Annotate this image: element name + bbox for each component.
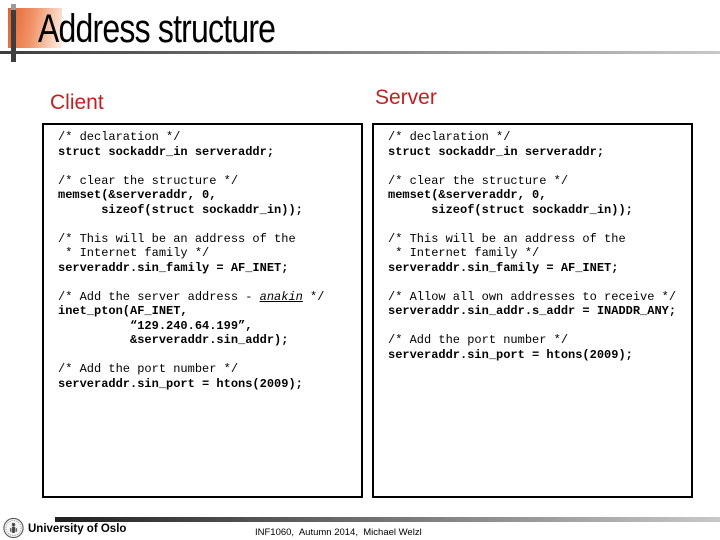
code-line: inet_pton(AF_INET, [58,304,361,319]
comment-segment: /* Add the server address - [58,289,260,304]
code-segment: &serveraddr.sin_addr); [58,333,289,347]
code-segment: sizeof(struct sockaddr_in)); [58,202,303,217]
code-line: /* This will be an address of the [388,232,691,247]
code-line: &serveraddr.sin_addr); [58,333,361,348]
footer-rule [55,517,720,522]
code-line: memset(&serveraddr, 0, [388,188,691,203]
code-segment: serveraddr.sin_addr.s_addr = INADDR_ANY; [388,304,677,318]
code-segment: “129.240.64.199”, [58,318,253,333]
code-line [58,348,361,363]
university-of-oslo-seal-icon [3,517,24,539]
title-vertical-bar [11,4,16,62]
code-line: * Internet family */ [58,246,361,261]
code-line: /* Add the server address - anakin */ [58,290,361,305]
code-line: serveraddr.sin_port = htons(2009); [388,348,691,363]
code-line: * Internet family */ [388,246,691,261]
comment-segment: /* Allow all own addresses to receive */ [388,289,677,304]
server-code-box: /* declaration */struct sockaddr_in serv… [372,123,693,498]
comment-segment: /* declaration */ [58,130,181,144]
code-segment: struct sockaddr_in serveraddr; [388,144,605,159]
code-line: /* Allow all own addresses to receive */ [388,290,691,305]
code-line: sizeof(struct sockaddr_in)); [388,203,691,218]
comment-segment: anakin [259,289,303,304]
code-line [58,159,361,174]
client-code: /* declaration */struct sockaddr_in serv… [44,125,361,391]
code-line: /* clear the structure */ [58,174,361,189]
comment-segment: /* Add the port number */ [388,333,569,347]
code-line [388,159,691,174]
footer-course-info: INF1060, Autumn 2014, Michael Welzl [255,527,422,538]
code-segment: inet_pton(AF_INET, [58,304,188,318]
client-section-label: Client [50,91,104,114]
comment-segment: * Internet family */ [58,246,210,260]
code-segment: serveraddr.sin_family = AF_INET; [388,260,619,275]
code-line: /* declaration */ [388,130,691,145]
code-line [388,319,691,334]
code-line: serveraddr.sin_port = htons(2009); [58,377,361,392]
comment-segment: /* clear the structure */ [58,173,239,188]
code-line: /* declaration */ [58,130,361,145]
code-line: serveraddr.sin_family = AF_INET; [58,261,361,276]
code-line: /* This will be an address of the [58,232,361,247]
code-segment: memset(&serveraddr, 0, [388,188,547,202]
comment-segment: /* Add the port number */ [58,362,239,376]
server-code: /* declaration */struct sockaddr_in serv… [374,125,691,362]
title-accent-block [8,8,62,48]
code-line: serveraddr.sin_family = AF_INET; [388,261,691,276]
code-line: sizeof(struct sockaddr_in)); [58,203,361,218]
code-line: struct sockaddr_in serveraddr; [388,145,691,160]
code-segment: sizeof(struct sockaddr_in)); [388,202,633,217]
code-segment: serveraddr.sin_port = htons(2009); [388,347,633,362]
comment-segment: * Internet family */ [388,246,540,260]
code-line: “129.240.64.199”, [58,319,361,334]
code-segment: memset(&serveraddr, 0, [58,188,217,202]
code-line: /* clear the structure */ [388,174,691,189]
comment-segment: /* This will be an address of the [58,231,296,246]
comment-segment: /* declaration */ [388,130,511,144]
footer-institution: University of Oslo [28,523,127,535]
comment-segment: /* clear the structure */ [388,173,569,188]
code-segment: serveraddr.sin_port = htons(2009); [58,376,303,391]
code-line: serveraddr.sin_addr.s_addr = INADDR_ANY; [388,304,691,319]
code-line: /* Add the port number */ [58,362,361,377]
code-line [58,275,361,290]
code-line: struct sockaddr_in serveraddr; [58,145,361,160]
comment-segment: */ [302,289,325,304]
code-segment: struct sockaddr_in serveraddr; [58,144,275,159]
code-line [388,275,691,290]
code-line: memset(&serveraddr, 0, [58,188,361,203]
client-code-box: /* declaration */struct sockaddr_in serv… [42,123,363,498]
code-segment: serveraddr.sin_family = AF_INET; [58,260,289,275]
code-line [58,217,361,232]
code-line [388,217,691,232]
comment-segment: /* This will be an address of the [388,231,626,246]
page-title: Address structure [38,7,276,51]
code-line: /* Add the port number */ [388,333,691,348]
title-rule [0,51,720,54]
server-section-label: Server [375,86,437,109]
